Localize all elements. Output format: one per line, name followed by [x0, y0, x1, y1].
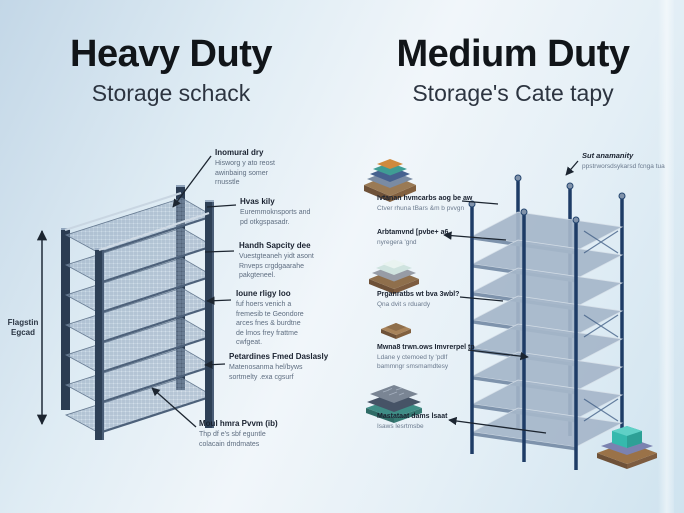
callout-heavy-1: Inomural dry Hisworg y ato reost awinbai… — [215, 148, 275, 186]
rack-cross-braces — [583, 230, 619, 422]
callout-title: Hvas kily — [240, 197, 275, 206]
callout-title: Ivtanan hvmcarbs aog be aw — [377, 195, 473, 202]
callout-medium-2: Arbtamvnd [pvbe+ a6 nyregera 'gnd — [377, 229, 449, 246]
callout-heavy-3: Handh Sapcity dee Vuestgteaneh yidt ason… — [239, 241, 314, 279]
post-ball-finials-back — [514, 174, 626, 200]
callout-heavy-4: Ioune rligy loo fuf hoers venich a freme… — [236, 289, 304, 346]
callout-medium-4: Mwna8 trwn.ows Imvrerpel tp Ldane y ctem… — [377, 344, 475, 370]
pallet-light-boxes-icon — [369, 259, 419, 294]
rack-front-posts — [470, 206, 578, 470]
callout-heavy-6: Moul hmra Pvvm (ib) Thp df e's sbf egunt… — [199, 419, 278, 448]
callout-medium-5: Mastataat dams lsaat Isaws lesrtmsbe — [377, 413, 448, 430]
height-dimension-label: Flagstin Egcad — [7, 318, 39, 337]
pallet-dark-stack-icon — [366, 385, 422, 423]
callout-title: Handh Sapcity dee — [239, 241, 311, 250]
callout-heavy-2: Hvas kily Euremmoknsports and pd otkgspa… — [240, 197, 311, 226]
medium-duty-subtitle: Storage's Cate tapy — [412, 80, 614, 106]
callout-title: Inomural dry — [215, 148, 264, 157]
callout-title: Moul hmra Pvvm (ib) — [199, 419, 278, 428]
right-edge-highlight — [658, 0, 674, 513]
callout-medium-1: Ivtanan hvmcarbs aog be aw Ctver rhuna t… — [377, 195, 473, 212]
callout-title: Mastataat dams lsaat — [377, 413, 448, 420]
medium-duty-rack-illustration — [468, 174, 626, 470]
callout-title: Sut anamanity — [582, 151, 634, 160]
callout-title: Mwna8 trwn.ows Imvrerpel tp — [377, 344, 475, 351]
heavy-duty-title: Heavy Duty — [70, 33, 272, 75]
rack-top-front-rail — [98, 212, 210, 251]
callout-title: Prganratbs wt bva 3wbl? — [377, 291, 460, 298]
pallet-mixed-goods-icon — [364, 159, 416, 202]
pallet-teal-purple-icon — [597, 426, 657, 469]
callout-medium-3: Prganratbs wt bva 3wbl? Qna dvit s rduar… — [377, 291, 460, 308]
medium-duty-title: Medium Duty — [396, 33, 630, 75]
callout-title: Petardines Fmed Daslasly — [229, 352, 329, 361]
post-ball-finials-front — [468, 200, 580, 224]
callout-title: Ioune rligy loo — [236, 289, 291, 298]
callout-heavy-5: Petardines Fmed Daslasly Matenosanma hel… — [229, 352, 329, 381]
rack-top-back-rail — [64, 192, 182, 231]
pallet-small-icon — [381, 323, 411, 339]
heavy-duty-rack-illustration — [61, 185, 214, 440]
callout-medium-rack: Sut anamanity ppstrworsdsykarsd fcnga tu… — [582, 151, 665, 170]
callout-title: Arbtamvnd [pvbe+ a6 — [377, 229, 449, 236]
heavy-duty-subtitle: Storage schack — [91, 80, 251, 106]
